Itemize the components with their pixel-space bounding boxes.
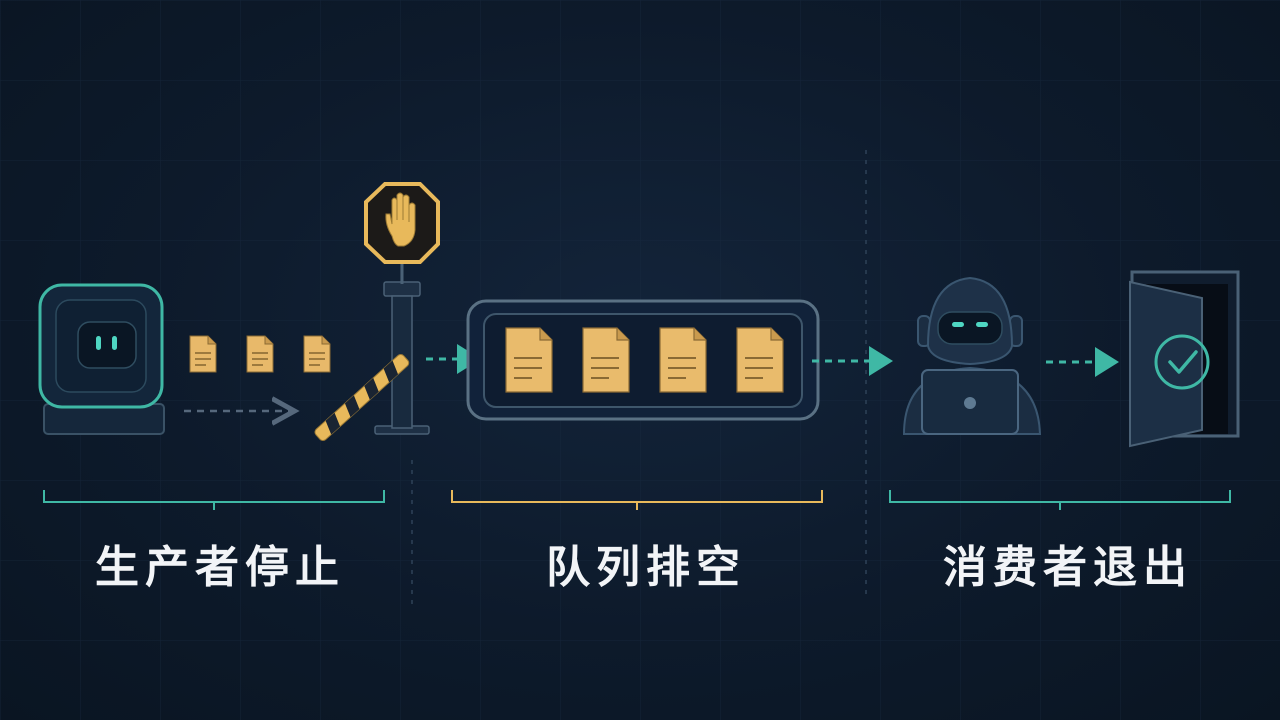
document-icon [659, 327, 707, 393]
queue-bracket [451, 490, 823, 510]
robot-laptop-icon [902, 276, 1042, 435]
document-icon [582, 327, 630, 393]
consumer-bracket [889, 490, 1231, 510]
producer-caption: 生产者停止 [95, 542, 345, 593]
barrier-gate-icon [314, 262, 430, 442]
robot-machine-icon [38, 283, 165, 435]
exit-door-check-icon [1129, 270, 1240, 448]
producer-documents [189, 335, 331, 373]
document-icon [505, 327, 553, 393]
queue-box-icon [466, 299, 820, 421]
queue-caption: 队列排空 [546, 542, 746, 593]
document-icon [736, 327, 784, 393]
document-icon [246, 335, 274, 373]
consumer-caption: 消费者退出 [943, 542, 1193, 593]
document-icon [303, 335, 331, 373]
document-icon [189, 335, 217, 373]
producer-bracket [43, 490, 385, 510]
stop-hand-icon [364, 182, 440, 264]
